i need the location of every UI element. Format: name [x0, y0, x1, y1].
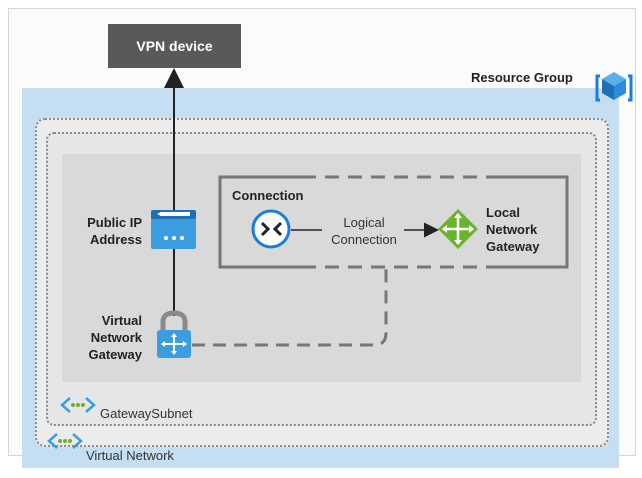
logical-connection-label: Logical Connection: [323, 214, 405, 248]
local-gateway-icon: [438, 209, 478, 249]
virtual-network-icon: [47, 433, 83, 449]
virtual-network-label: Virtual Network: [86, 448, 174, 463]
public-ip-icon: [151, 210, 196, 249]
logical-line2: Connection: [331, 232, 397, 247]
resource-group-icon: [595, 72, 633, 102]
logical-line1: Logical: [343, 215, 385, 230]
local-gateway-label: Local Network Gateway: [486, 204, 539, 255]
gateway-connection-path: [192, 267, 388, 347]
vnet-gateway-icon: [157, 310, 191, 358]
connection-icon: [251, 209, 291, 249]
vnet-gateway-line2: Network: [90, 330, 142, 345]
connection-title: Connection: [232, 188, 304, 203]
vnet-gateway-line3: Gateway: [88, 347, 142, 362]
local-gateway-line3: Gateway: [486, 239, 540, 254]
local-gateway-line1: Local: [486, 205, 520, 220]
gateway-subnet-label: GatewaySubnet: [100, 406, 193, 421]
vpn-device-box: VPN device: [108, 24, 241, 68]
public-ip-line1: Public IP: [87, 215, 142, 230]
vpn-device-label: VPN device: [136, 38, 213, 54]
vnet-gateway-label: Virtual Network Gateway: [76, 312, 142, 363]
vnet-gateway-line1: Virtual: [101, 313, 142, 328]
local-gateway-line2: Network: [486, 222, 538, 237]
resource-group-label: Resource Group: [471, 70, 573, 85]
subnet-icon: [60, 397, 96, 413]
public-ip-label: Public IP Address: [78, 214, 142, 248]
public-ip-line2: Address: [89, 232, 142, 247]
